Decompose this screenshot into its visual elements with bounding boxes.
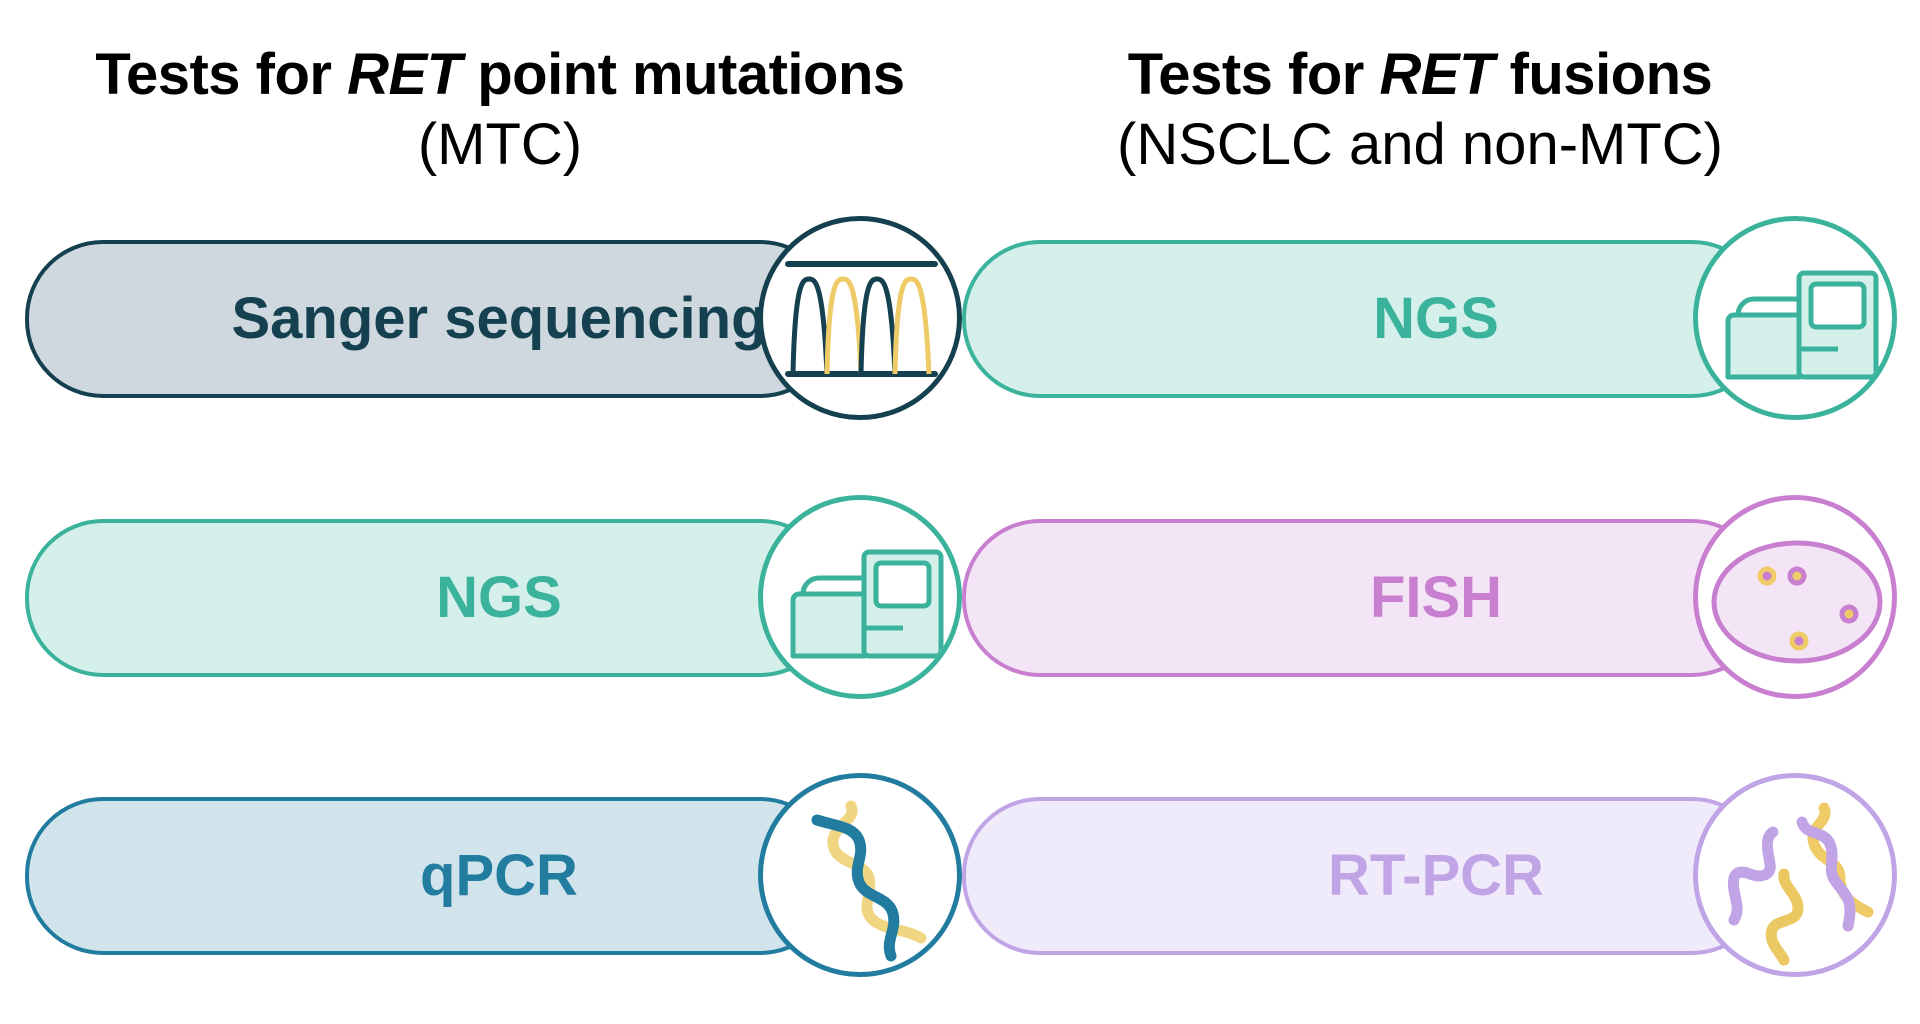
test-label: qPCR bbox=[420, 843, 578, 908]
test-item-fish: FISH bbox=[0, 495, 1920, 699]
test-item-qpcr: qPCR bbox=[0, 773, 1920, 977]
test-pill: FISH bbox=[962, 519, 1770, 677]
gene-name: RET bbox=[1379, 42, 1494, 107]
title-suffix: fusions bbox=[1493, 42, 1713, 107]
sanger-chromatogram-icon bbox=[758, 216, 962, 420]
test-item-ngs-fusion: NGS bbox=[0, 216, 1920, 420]
test-item-ngs: NGS bbox=[0, 495, 1920, 699]
right-column-title: Tests for RET fusions (NSCLC and non-MTC… bbox=[960, 40, 1880, 180]
title-subtitle: (MTC) bbox=[417, 112, 583, 177]
sequencer-machine-icon bbox=[1693, 216, 1897, 420]
test-pill: NGS bbox=[962, 240, 1770, 398]
title-suffix: point mutations bbox=[461, 42, 905, 107]
test-item-sanger: Sanger sequencing bbox=[0, 216, 1920, 420]
test-pill: RT-PCR bbox=[962, 797, 1770, 955]
test-pill: Sanger sequencing bbox=[25, 240, 838, 398]
title-heading: Tests for RET point mutations bbox=[40, 40, 960, 110]
cell-nucleus-probes-icon bbox=[1693, 495, 1897, 699]
sequencer-machine-icon bbox=[758, 495, 962, 699]
gene-name: RET bbox=[347, 42, 462, 107]
test-pill: NGS bbox=[25, 519, 838, 677]
title-subtitle: (NSCLC and non-MTC) bbox=[1117, 112, 1723, 177]
test-item-rt-pcr: RT-PCR bbox=[0, 773, 1920, 977]
test-label: NGS bbox=[1373, 286, 1499, 351]
title-heading: Tests for RET fusions bbox=[960, 40, 1880, 110]
dna-helix-icon bbox=[758, 773, 962, 977]
title-prefix: Tests for bbox=[1127, 42, 1380, 107]
test-label: Sanger sequencing bbox=[231, 286, 767, 351]
test-label: NGS bbox=[436, 565, 562, 630]
test-label: RT-PCR bbox=[1328, 843, 1544, 908]
test-pill: qPCR bbox=[25, 797, 838, 955]
test-label: FISH bbox=[1369, 565, 1503, 630]
rna-strands-icon bbox=[1693, 773, 1897, 977]
title-prefix: Tests for bbox=[95, 42, 348, 107]
left-column-title: Tests for RET point mutations (MTC) bbox=[40, 40, 960, 180]
